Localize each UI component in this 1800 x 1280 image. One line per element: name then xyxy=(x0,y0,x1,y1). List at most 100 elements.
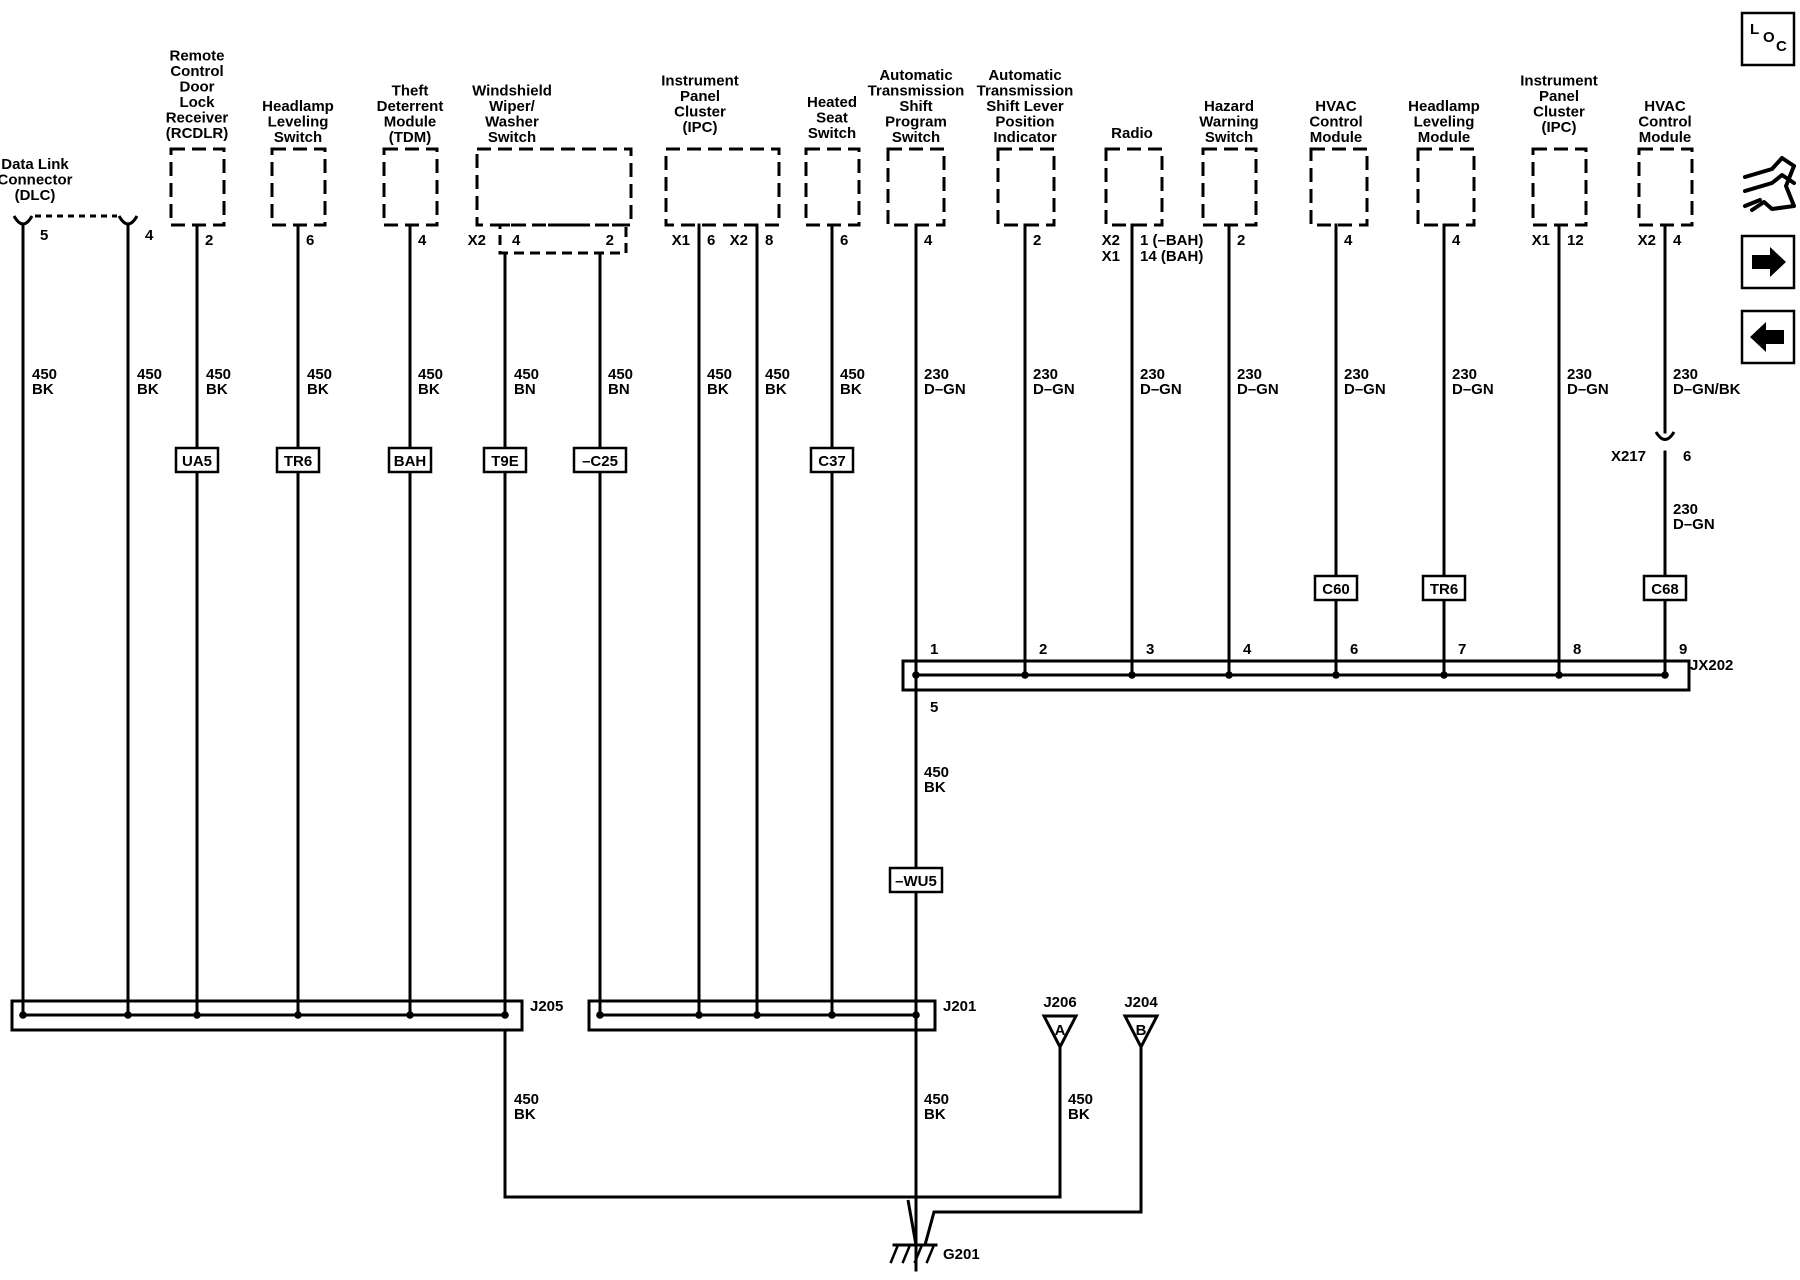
component-name-line: Theft xyxy=(392,83,429,100)
splice-j201-label: J201 xyxy=(943,998,976,1015)
wire-size-label: 230 xyxy=(1344,366,1369,383)
wire-size-label: 450 xyxy=(765,366,790,383)
pin-atsps: 4 xyxy=(924,232,933,249)
component-atsps xyxy=(886,147,946,227)
component-name-line: Deterrent xyxy=(377,98,444,115)
component-name-line: Transmission xyxy=(868,83,965,100)
component-atslpi xyxy=(996,147,1056,227)
wire-color-label: BK xyxy=(32,381,54,398)
option-code-wws4-box xyxy=(482,446,528,474)
component-name-line: Instrument xyxy=(661,73,739,90)
wire-size-label: 450 xyxy=(1068,1091,1093,1108)
component-hws xyxy=(1201,147,1258,227)
option-code-jx5: –WU5 xyxy=(895,873,937,890)
component-name-line: Radio xyxy=(1111,125,1153,142)
splice-jx202-dot xyxy=(1661,671,1669,679)
pin-jx202-4: 4 xyxy=(1243,641,1252,658)
component-name-line: Program xyxy=(885,114,947,131)
option-code-rcdlr: UA5 xyxy=(182,453,212,470)
component-ipc2 xyxy=(1531,147,1588,227)
pin-ipc1_x1: X1 xyxy=(672,232,690,249)
pin-ipc1_8: 8 xyxy=(765,232,773,249)
component-name-line: Receiver xyxy=(166,110,229,127)
option-code-wws2: –C25 xyxy=(582,453,618,470)
wire-w_j204g-route xyxy=(923,1047,1143,1246)
option-code-hvac1: C60 xyxy=(1322,581,1350,598)
pin-radio_1: 1 (–BAH) xyxy=(1140,232,1203,249)
x217-label: X217 xyxy=(1611,448,1646,465)
component-name-line: Headlamp xyxy=(262,98,334,115)
pin-hvac2_x2: X2 xyxy=(1638,232,1656,249)
location-button[interactable]: L O C xyxy=(1740,11,1796,67)
splice-j205-dot xyxy=(19,1011,27,1019)
component-name-line: Switch xyxy=(892,129,940,146)
pin-hvac2_4: 4 xyxy=(1673,232,1682,249)
splice-j201-dot xyxy=(912,1011,920,1019)
option-code-jx5-box xyxy=(888,866,944,894)
component-name-line: Automatic xyxy=(988,67,1061,84)
option-code-wws4: T9E xyxy=(491,453,519,470)
pin-ipc1_6: 6 xyxy=(707,232,715,249)
wire-size-label: 450 xyxy=(514,1091,539,1108)
pin-ipc2_12: 12 xyxy=(1567,232,1584,249)
splice-jx202-dot xyxy=(1225,671,1233,679)
splice-j201-dot xyxy=(695,1011,703,1019)
component-name-line: (IPC) xyxy=(1542,119,1577,136)
wire-color-label: BK xyxy=(137,381,159,398)
component-name-line: Warning xyxy=(1199,114,1258,131)
arrow-left-icon xyxy=(1750,322,1784,352)
splice-j205-dot xyxy=(406,1011,414,1019)
previous-page-button[interactable] xyxy=(1740,309,1796,365)
component-name-line: (DLC) xyxy=(15,187,56,204)
component-name-line: Lock xyxy=(179,94,215,111)
wire-size-label: 230 xyxy=(924,366,949,383)
wire-size-label: 230 xyxy=(1237,366,1262,383)
pin-dlc-4: 4 xyxy=(145,227,154,244)
component-hlm xyxy=(1416,147,1476,227)
component-name-line: Leveling xyxy=(268,114,329,131)
component-name-line: Seat xyxy=(816,110,848,127)
component-name-line: Cluster xyxy=(1533,104,1585,121)
harness-route-button[interactable] xyxy=(1743,156,1796,212)
component-name-line: (TDM) xyxy=(389,129,431,146)
splice-jx202-dot xyxy=(1332,671,1340,679)
wire-color-label: D–GN xyxy=(1344,381,1386,398)
option-code-tdm: BAH xyxy=(394,453,427,470)
splice-j201-dot xyxy=(596,1011,604,1019)
connector-j206-letter: A xyxy=(1055,1022,1066,1039)
pin-jx202-1: 1 xyxy=(930,641,938,658)
component-hls xyxy=(270,147,327,227)
component-name-line: HVAC xyxy=(1644,98,1686,115)
wire-color-label: D–GN/BK xyxy=(1673,381,1741,398)
connector-j204-letter: B xyxy=(1136,1022,1147,1039)
component-rcdlr xyxy=(169,147,226,227)
wire-color-label: BK xyxy=(924,779,946,796)
component-name-line: (IPC) xyxy=(683,119,718,136)
component-name-line: Door xyxy=(180,79,215,96)
pin-jx202-3: 3 xyxy=(1146,641,1154,658)
wire-w_j205g-route xyxy=(503,1030,916,1199)
loc-letter-o: O xyxy=(1763,29,1775,46)
pin-radio_x2: X2 xyxy=(1102,232,1120,249)
wire-color-label: BK xyxy=(840,381,862,398)
component-radio xyxy=(1104,147,1164,227)
splice-j201 xyxy=(587,999,937,1032)
splice-j205-dot xyxy=(501,1011,509,1019)
component-name-line: Leveling xyxy=(1414,114,1475,131)
wire-size-label: 450 xyxy=(840,366,865,383)
component-name-line: Switch xyxy=(274,129,322,146)
component-name-line: Control xyxy=(1309,114,1362,131)
pin-jx202-out: 5 xyxy=(930,699,938,716)
next-page-button[interactable] xyxy=(1740,234,1796,290)
wire-color-label: BK xyxy=(707,381,729,398)
splice-jx202-dot xyxy=(1021,671,1029,679)
